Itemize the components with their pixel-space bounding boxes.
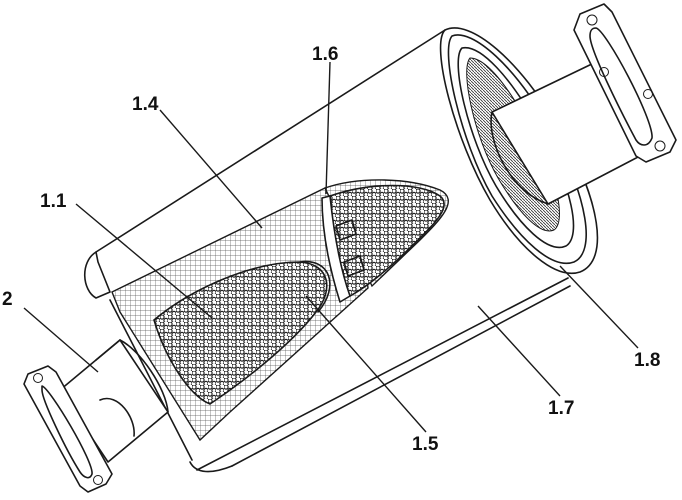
label-1-6: 1.6 [312, 44, 338, 65]
leader-lines [23, 61, 639, 433]
inlet-flange [23, 365, 113, 493]
label-1-4: 1.4 [132, 94, 159, 115]
label-1-7: 1.7 [548, 398, 574, 419]
outlet-flange [573, 3, 677, 163]
label-1-8: 1.8 [634, 350, 660, 371]
label-2: 2 [2, 289, 13, 310]
perforated-cone-rear [321, 184, 445, 303]
label-1-5: 1.5 [412, 434, 439, 455]
perforated-cone-front [153, 260, 331, 405]
label-1-1: 1.1 [40, 191, 67, 212]
housing-body [83, 29, 571, 473]
